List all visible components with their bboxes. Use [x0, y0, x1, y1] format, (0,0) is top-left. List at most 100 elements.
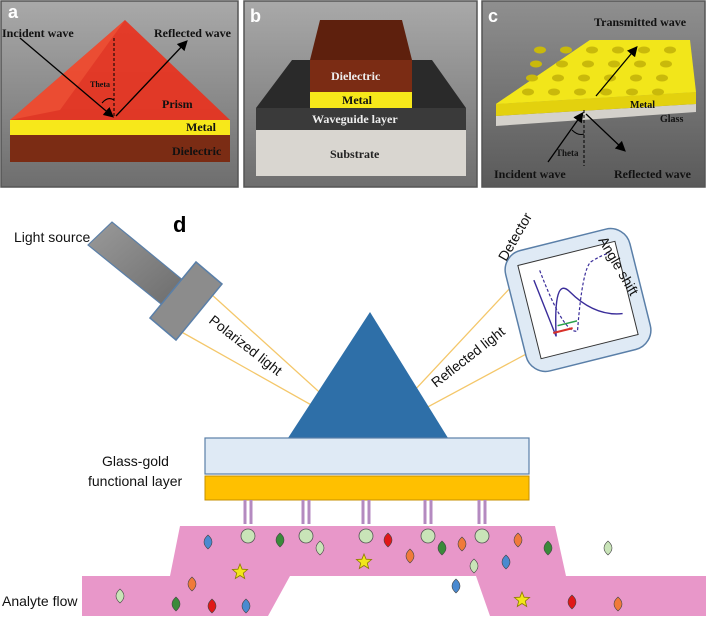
- nanohole: [600, 88, 612, 96]
- panel-c-metal-label: Metal: [630, 100, 655, 111]
- bound-analyte: [420, 528, 436, 544]
- panel-c-incident-arrow: [547, 111, 584, 163]
- panel-b-dielectric-top: [310, 20, 412, 60]
- panel-c-metal-front: [496, 92, 696, 116]
- panel-b-waveguide-front: [256, 108, 466, 130]
- panel-a: a Incident wave Reflected wave Theta Pri…: [0, 0, 239, 188]
- panel-b-dielectric-label: Dielectric: [331, 69, 381, 83]
- analyte-particle: [187, 576, 197, 592]
- panel-c-transmitted-label: Transmitted wave: [594, 15, 687, 29]
- nanohole: [578, 74, 590, 82]
- nanohole: [530, 60, 542, 68]
- glass-gold-label-line1: Glass-gold: [102, 453, 169, 469]
- nanohole: [626, 88, 638, 96]
- analyte-particle: [275, 532, 285, 548]
- nanohole: [582, 60, 594, 68]
- panel-c-transmitted-arrow: [595, 46, 638, 97]
- panel-d: d Light source Polarized light Reflected…: [2, 209, 706, 616]
- panel-a-metal-label: Metal: [186, 120, 217, 134]
- panel-a-metal-layer: [10, 120, 230, 135]
- bound-analyte: [358, 528, 374, 544]
- nanohole: [552, 74, 564, 82]
- nanohole: [560, 46, 572, 54]
- nanohole: [660, 60, 672, 68]
- panel-a-dielectric-label: Dielectric: [172, 144, 222, 158]
- panel-c-nanoholes: [522, 46, 676, 96]
- panel-b: b Dielectric Metal Waveguide layer Subst…: [243, 0, 478, 188]
- bound-analyte: [298, 528, 314, 544]
- target-star: [355, 552, 373, 570]
- panel-c-incident-label: Incident wave: [494, 167, 566, 181]
- analyte-particle: [203, 534, 213, 550]
- nanohole: [526, 74, 538, 82]
- nanohole: [608, 60, 620, 68]
- analyte-particle: [315, 540, 325, 556]
- analyte-particle: [383, 532, 393, 548]
- analyte-particle: [171, 596, 181, 612]
- analyte-particle: [457, 536, 467, 552]
- analyte-particle: [437, 540, 447, 556]
- nanohole: [630, 74, 642, 82]
- detector: [504, 227, 652, 373]
- receptor: [420, 500, 436, 544]
- panel-b-dielectric-front: [310, 60, 412, 92]
- analyte-particle: [207, 598, 217, 614]
- nanohole: [586, 46, 598, 54]
- analyte-particle: [513, 532, 523, 548]
- panel-c-glass-layer: [496, 104, 696, 126]
- panel-a-theta-arc: [101, 98, 115, 104]
- receptor: [474, 500, 490, 544]
- bound-analyte: [474, 528, 490, 544]
- nanohole: [638, 46, 650, 54]
- panel-a-incident-arrow: [19, 37, 114, 118]
- panel-a-reflected-label: Reflected wave: [154, 26, 232, 40]
- panel-c-glass-label: Glass: [660, 114, 683, 125]
- panel-a-reflected-arrow: [115, 40, 188, 117]
- panel-b-substrate-label: Substrate: [330, 147, 380, 161]
- glass-layer: [204, 437, 530, 475]
- detector-shift-annotation: [552, 327, 573, 334]
- panel-b-waveguide-label: Waveguide layer: [312, 112, 398, 126]
- panel-a-prism-face: [10, 20, 125, 120]
- analyte-particle: [241, 598, 251, 614]
- target-star: [231, 562, 249, 580]
- analyte-particles: [115, 532, 623, 614]
- analyte-particle: [451, 578, 461, 594]
- analyte-particle: [567, 594, 577, 610]
- gold-layer: [204, 475, 530, 501]
- nanohole: [652, 88, 664, 96]
- receptor: [298, 500, 314, 544]
- detector-curve-shifted: [539, 252, 610, 332]
- panel-b-metal-label: Metal: [342, 93, 373, 107]
- panel-a-dielectric-layer: [10, 135, 230, 162]
- target-star: [513, 590, 531, 608]
- detector-curve-initial: [533, 279, 623, 337]
- panel-b-metal-layer: [310, 92, 412, 108]
- panel-b-substrate: [256, 130, 466, 176]
- analyte-particle: [469, 558, 479, 574]
- light-source-head: [148, 260, 224, 342]
- nanohole: [534, 46, 546, 54]
- panel-c-theta-arc: [571, 129, 585, 135]
- panel-c: c Transmitted wave Metal Glass Theta Inc…: [481, 0, 706, 188]
- detector-shift-marker: [557, 320, 578, 327]
- light-source: [87, 221, 224, 342]
- analyte-particle: [501, 554, 511, 570]
- analyte-particle: [613, 596, 623, 612]
- analyte-particle: [405, 548, 415, 564]
- nanohole: [522, 88, 534, 96]
- coupling-prism: [288, 312, 448, 438]
- analyte-particle: [115, 588, 125, 604]
- panel-a-letter: a: [8, 2, 19, 22]
- nanohole: [574, 88, 586, 96]
- bound-analyte: [240, 528, 256, 544]
- panel-a-theta-label: Theta: [90, 80, 110, 89]
- panel-a-incident-label: Incident wave: [2, 26, 74, 40]
- light-source-label: Light source: [14, 229, 90, 245]
- nanohole: [556, 60, 568, 68]
- panel-c-theta-label: Theta: [556, 148, 579, 158]
- panel-c-letter: c: [488, 6, 498, 26]
- nanohole: [604, 74, 616, 82]
- panel-c-reflected-label: Reflected wave: [614, 167, 692, 181]
